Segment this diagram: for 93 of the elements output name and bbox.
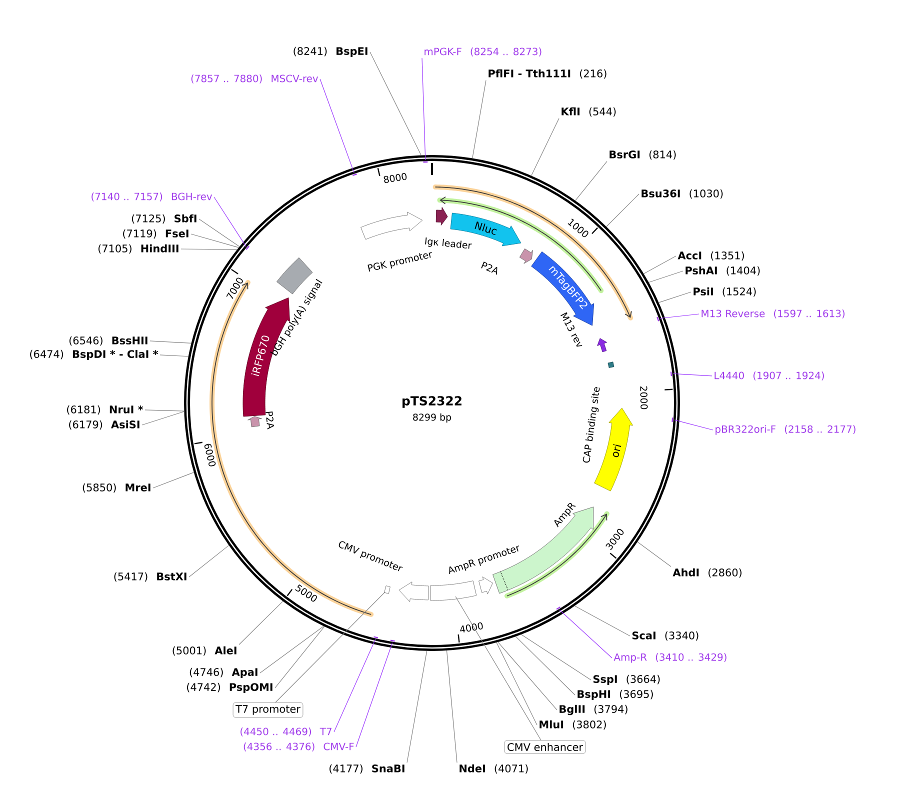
leader-line [152, 472, 194, 488]
feature-label: P2A [266, 412, 274, 430]
feature-label: CAP binding site [582, 387, 600, 463]
enzyme-site-label: (6474) BspDI * - ClaI * [30, 350, 158, 360]
leader-line [472, 80, 486, 159]
enzyme-site-label: PsiI (1524) [694, 287, 756, 297]
leader-line [150, 340, 192, 344]
enzyme-site-label: (7119) FseI [123, 229, 188, 239]
enzyme-site-label: (4746) ApaI [190, 668, 258, 678]
leader-line [575, 161, 608, 201]
enzyme-site-label: PshAI (1404) [686, 266, 760, 276]
leader-line [637, 542, 672, 567]
primer-label: mPGK-F (8254 .. 8273) [424, 48, 542, 56]
enzyme-site-label: MluI (3802) [540, 720, 606, 730]
enzyme-site-label: Bsu36I (1030) [642, 189, 723, 199]
primer-label: M13 Reverse (1597 .. 1613) [702, 310, 844, 318]
enzyme-site-label: PflFI - Tth111I (216) [488, 69, 606, 79]
enzyme-site-label: (5850) MreI [82, 483, 150, 493]
enzyme-site-label: BspHI (3695) [578, 690, 653, 700]
enzyme-site-label: (4742) PspOMI [187, 682, 272, 694]
leader-line [658, 292, 692, 303]
feature-label: M13 rev [560, 312, 582, 347]
primer-label: (4356 .. 4376) CMV-F [244, 742, 354, 752]
enzyme-site-label: (8241) BspEI [294, 46, 368, 58]
feature-label: P2A [481, 262, 498, 275]
primer-label: (7857 .. 7880) MSCV-rev [191, 74, 318, 84]
enzyme-site-label: ScaI (3340) [632, 631, 698, 641]
leader-line [672, 373, 712, 376]
enzyme-site-label: (5417) BstXI [114, 572, 186, 582]
enzyme-site-label: (6546) BssHII [69, 336, 148, 346]
leader-line [370, 52, 422, 156]
enzyme-site-label: SspI (3664) [593, 674, 660, 686]
leader-line [559, 610, 612, 658]
leader-line [334, 639, 376, 732]
leader-line [674, 420, 714, 430]
feature-label-box: T7 promoter [232, 702, 304, 718]
tick-label: 8000 [384, 172, 407, 184]
enzyme-site-label: (6179) AsiSI [69, 420, 140, 430]
primer-label: L4440 (1907 .. 1924) [714, 372, 824, 380]
primer-label: (7140 .. 7157) BGH-rev [92, 192, 212, 202]
leader-line [144, 410, 184, 412]
leader-line [260, 626, 324, 674]
leader-line [520, 634, 592, 680]
feature-label: Igκ leader [425, 237, 472, 249]
leader-line [198, 218, 240, 247]
feature-box [430, 580, 477, 601]
feature-box [384, 586, 390, 594]
leader-line [190, 234, 240, 248]
leader-line [238, 600, 284, 645]
leader-line [274, 626, 325, 688]
enzyme-site-label: (4177) SnaBI [330, 764, 404, 774]
enzyme-site-label: (7125) SbfI [132, 214, 196, 224]
leader-line [275, 592, 386, 703]
enzyme-site-label: KflI (544) [562, 107, 616, 117]
leader-line [406, 650, 428, 763]
plasmid-name: pTS2322 [402, 396, 462, 408]
enzyme-site-label: BglII (3794) [560, 704, 628, 716]
leader-line [498, 642, 558, 710]
leader-line [606, 194, 640, 227]
plasmid-size: 8299 bp [413, 413, 452, 423]
enzyme-site-label: (6181) NruI * [67, 405, 144, 415]
leader-line [446, 650, 458, 763]
feature-label-box: CMV enhancer [504, 740, 586, 754]
leader-line [180, 248, 238, 250]
enzyme-site-label: AhdI (2860) [672, 568, 742, 578]
leader-line [356, 642, 393, 748]
leader-line [643, 256, 676, 274]
tick-label: 2000 [640, 386, 648, 410]
leader-line [530, 118, 560, 176]
tick-label: 6000 [204, 444, 216, 466]
enzyme-site-label: (5001) AleI [172, 646, 236, 656]
leader-line [574, 606, 630, 636]
feature-label: Nluc [474, 221, 497, 235]
leader-line [515, 636, 576, 696]
leader-line [455, 596, 542, 741]
leader-line [648, 270, 684, 283]
leader-line [496, 642, 538, 726]
feature-label: ori [613, 444, 622, 458]
leader-line [660, 314, 700, 319]
leader-line [160, 354, 189, 357]
leader-line [320, 78, 354, 174]
leader-line [188, 545, 230, 578]
primer-label: pBR322ori-F (2158 .. 2177) [716, 425, 856, 435]
enzyme-site-label: NdeI (4071) [460, 764, 528, 774]
primer-label: Amp-R (3410 .. 3429) [614, 653, 726, 663]
leader-line [142, 411, 184, 426]
leader-line [422, 58, 426, 160]
leader-line [214, 196, 246, 247]
enzyme-site-label: AccI (1351) [678, 251, 744, 261]
enzyme-site-label: BsrGI (814) [610, 150, 676, 160]
tick-label: 4000 [460, 622, 483, 632]
primer-label: (4450 .. 4469) T7 [240, 728, 332, 736]
enzyme-site-label: (7105) HindIII [98, 244, 178, 254]
